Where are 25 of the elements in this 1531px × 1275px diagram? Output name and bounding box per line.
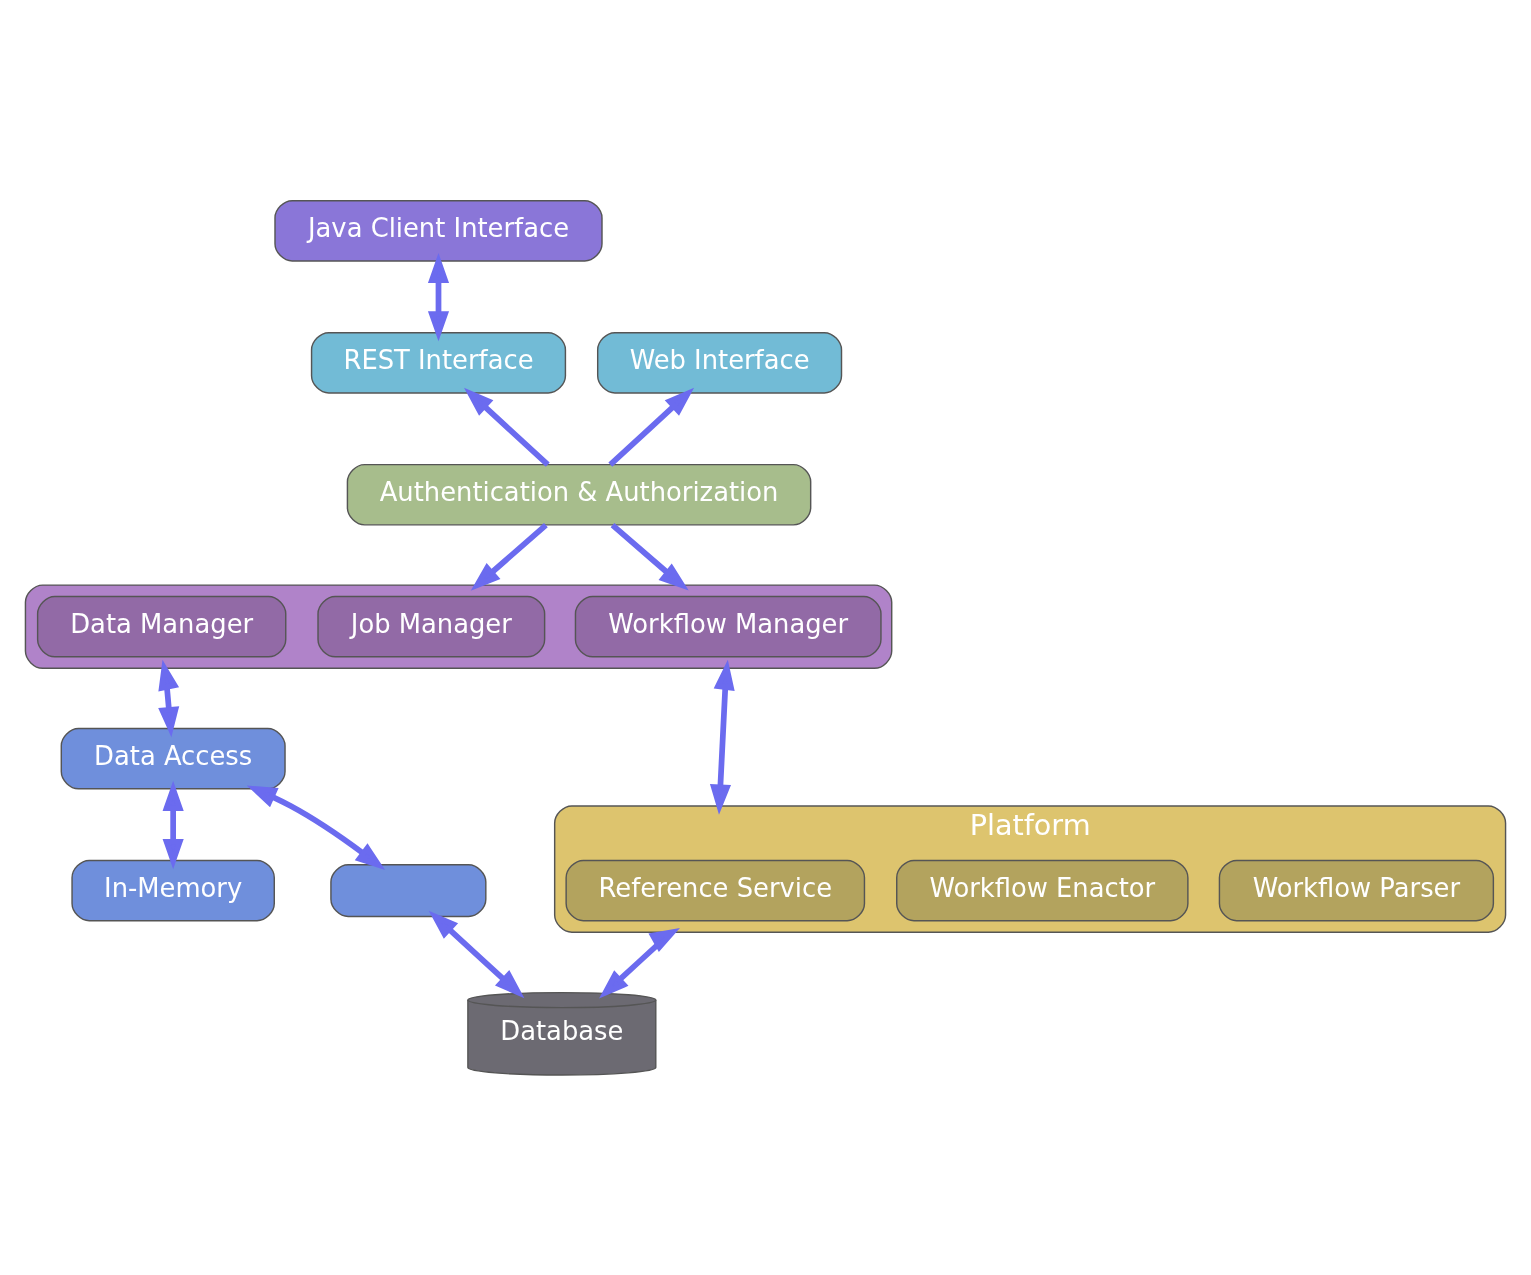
arrow [428,910,525,998]
node-box: Workflow Manager [574,595,882,658]
node-box: Reference Service [565,859,866,921]
node-box: Authentication & Authorization [346,463,812,526]
arrow [464,387,550,467]
node-box: Workflow Enactor [896,859,1189,921]
arrow [610,522,689,591]
node-box: Job Manager [317,595,546,658]
arrow [162,780,184,869]
arrow [427,252,450,341]
node-box: Java Client Interface [274,199,603,262]
node-box: Workflow Parser [1218,859,1495,921]
node-box: In-Memory [71,859,275,921]
node-box: Data Access [60,727,286,789]
arrow [470,522,548,591]
node-box: REST Interface [310,331,567,394]
node-box: Web Interface [596,331,843,394]
cluster [24,583,893,669]
arrow [246,784,386,870]
arrow [158,659,180,737]
arrow [599,927,680,998]
arrow [608,387,695,467]
node-box: Data Manager [36,595,287,658]
arrow [709,659,735,815]
node-box [330,863,487,917]
